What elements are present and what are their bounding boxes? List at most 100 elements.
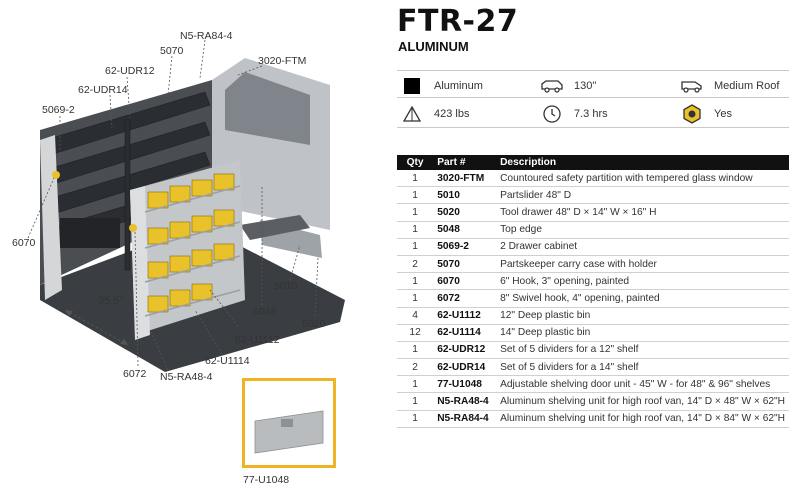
yellow-bins	[147, 173, 235, 313]
callout-n5-ra48-4: N5-RA48-4	[160, 371, 213, 383]
spec-install-time: 7.3 hrs	[540, 103, 608, 125]
callout-5070: 5070	[160, 45, 184, 57]
cell-part-number: 3020-FTM	[433, 170, 497, 188]
product-material-subtitle: ALUMINUM	[398, 39, 469, 54]
cell-description: Partslider 48" D	[496, 186, 789, 205]
callout-5069-2: 5069-2	[42, 104, 75, 116]
cell-part-number: 5069-2	[433, 238, 497, 256]
cell-description: 8" Swivel hook, 4" opening, painted	[496, 289, 789, 308]
callout-62-u1114: 62-U1114	[205, 355, 250, 367]
dimension-arrow	[64, 309, 129, 346]
cell-description: 12" Deep plastic bin	[496, 307, 789, 325]
partition-window	[225, 72, 310, 145]
spec-roof: Medium Roof	[680, 75, 779, 97]
cell-part-number: 62-U1114	[433, 324, 497, 342]
callout-77-u1048: 77-U1048	[243, 474, 290, 486]
cell-description: Tool drawer 48" D × 14" W × 16" H	[496, 203, 789, 222]
cell-qty: 1	[397, 341, 434, 360]
table-header-row: Qty Part # Description	[397, 155, 789, 170]
shelf-edges	[144, 185, 241, 317]
cell-part-number: 62-U1112	[433, 307, 497, 325]
nut-icon	[680, 103, 704, 125]
callout-5020: 5020	[302, 318, 326, 330]
cell-qty: 2	[397, 358, 434, 377]
spec-wheelbase: 130"	[540, 75, 596, 97]
cell-description: 14" Deep plastic bin	[496, 324, 789, 342]
cell-description: Partskeeper carry case with holder	[496, 255, 789, 274]
cell-qty: 2	[397, 255, 434, 274]
cell-description: Set of 5 dividers for a 14" shelf	[496, 358, 789, 377]
leader-lines	[27, 39, 319, 371]
cell-qty: 1	[397, 289, 434, 308]
cell-part-number: 62-UDR14	[433, 358, 497, 377]
product-model-title: FTR-27	[397, 4, 519, 39]
cell-qty: 1	[397, 221, 434, 239]
cell-qty: 1	[397, 272, 434, 291]
cell-part-number: 6070	[433, 272, 497, 291]
callout-62-u1112: 62-U1112	[235, 334, 280, 346]
cell-description: Aluminum shelving unit for high roof van…	[496, 410, 789, 428]
cell-description: Aluminum shelving unit for high roof van…	[496, 392, 789, 411]
cell-qty: 1	[397, 392, 434, 411]
cell-part-number: 5010	[433, 186, 497, 205]
divider	[397, 70, 789, 71]
callout-6072: 6072	[123, 368, 147, 380]
aluminum-swatch-icon	[400, 75, 424, 97]
cell-part-number: 77-U1048	[433, 375, 497, 394]
callout-5048: 5048	[253, 306, 277, 318]
spec-weight: 423 lbs	[400, 103, 469, 125]
cell-part-number: 5048	[433, 221, 497, 239]
cell-qty: 1	[397, 203, 434, 222]
header-description: Description	[496, 155, 789, 170]
header-part-number: Part #	[433, 155, 497, 170]
callout-n5-ra84-4: N5-RA84-4	[180, 30, 233, 42]
cell-part-number: 6072	[433, 289, 497, 308]
callout-62-udr14: 62-UDR14	[78, 84, 128, 96]
cell-qty: 1	[397, 238, 434, 256]
spec-material: Aluminum	[400, 75, 483, 97]
callout-5010: 5010	[274, 280, 298, 292]
cell-part-number: N5-RA84-4	[433, 410, 497, 428]
van-roof-icon	[680, 75, 704, 97]
cell-qty: 1	[397, 186, 434, 205]
hook-6070	[52, 171, 60, 179]
cell-qty: 1	[397, 375, 434, 394]
cell-part-number: 5020	[433, 203, 497, 222]
cell-description: Top edge	[496, 221, 789, 239]
callout-62-udr12: 62-UDR12	[105, 65, 155, 77]
header-qty: Qty	[397, 155, 434, 170]
cell-description: 2 Drawer cabinet	[496, 238, 789, 256]
van-interior-illustration	[27, 39, 345, 372]
partslider	[240, 215, 310, 240]
spec-hardware: Yes	[680, 103, 732, 125]
door-unit-image	[254, 410, 324, 454]
callout-3020-ftm: 3020-FTM	[258, 55, 307, 67]
cell-description: Countoured safety partition with tempere…	[496, 170, 789, 188]
hook-6072	[129, 224, 137, 232]
weight-icon	[400, 103, 424, 125]
cell-part-number: 62-UDR12	[433, 341, 497, 360]
cell-qty: 4	[397, 307, 434, 325]
cell-qty: 1	[397, 410, 434, 428]
callout-6070: 6070	[12, 237, 36, 249]
divider	[397, 97, 789, 98]
door-unit-inset	[242, 378, 336, 468]
van-side-icon	[540, 75, 564, 97]
cell-description: Set of 5 dividers for a 12" shelf	[496, 341, 789, 360]
cell-description: Adjustable shelving door unit - 45" W - …	[496, 375, 789, 394]
